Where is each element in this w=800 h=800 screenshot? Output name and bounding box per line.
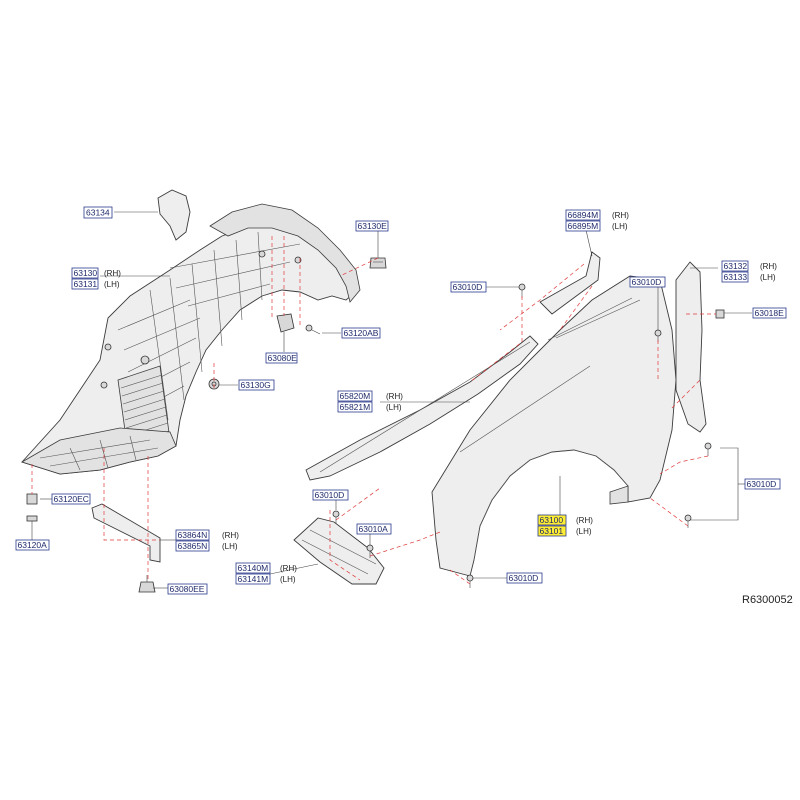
side-label: (RH) — [760, 262, 777, 271]
part-number: 63010D — [453, 282, 483, 292]
callout-63130g[interactable]: 63130G — [238, 379, 275, 391]
side-label: (LH) — [386, 403, 402, 412]
part-number: 63010D — [747, 479, 777, 489]
bolt-63010d-rear-a — [704, 442, 712, 456]
part-number: 63865N — [178, 541, 208, 551]
side-label: (LH) — [104, 280, 120, 289]
part-number: 63864N — [178, 530, 208, 540]
part-number: 63120EC — [54, 494, 89, 504]
part-number: 63130G — [241, 380, 271, 390]
retainer-63080e — [276, 313, 295, 333]
callout-63130[interactable]: 63130 63131 (RH) (LH) — [71, 267, 121, 290]
fender-dashed-lines — [329, 263, 716, 585]
callout-leader-lines — [31, 211, 752, 589]
liner-dashed-lines — [31, 236, 379, 580]
side-label: (RH) — [612, 211, 629, 220]
side-label: (LH) — [576, 527, 592, 536]
bracket-63140m — [293, 517, 385, 585]
part-number: 63080E — [268, 353, 298, 363]
callout-63120ab[interactable]: 63120AB — [341, 327, 381, 339]
callout-63080e[interactable]: 63080E — [265, 352, 298, 364]
callout-66894m[interactable]: 66894M 66895M (RH) (LH) — [565, 209, 629, 232]
callout-63010a[interactable]: 63010A — [356, 523, 392, 535]
nut-63120ec — [26, 493, 38, 505]
part-number: 66894M — [568, 210, 599, 220]
part-number: 63140M — [238, 563, 269, 573]
bracket-63864n — [91, 503, 161, 563]
part-number: 63141M — [238, 574, 269, 584]
callout-63010d-left[interactable]: 63010D — [312, 489, 349, 501]
bolt-63010d-top — [518, 283, 526, 298]
part-number: 65821M — [340, 402, 371, 412]
clip-63080ee — [138, 575, 156, 593]
part-number: 63120A — [18, 540, 48, 550]
side-label: (RH) — [104, 269, 121, 278]
side-label: (LH) — [612, 222, 628, 231]
callout-63010d-top[interactable]: 63010D — [450, 281, 487, 293]
callout-63010d-right-top[interactable]: 63010D — [629, 276, 666, 288]
screw-63120ab — [305, 324, 321, 335]
side-label: (LH) — [760, 273, 776, 282]
part-number: 63132 — [724, 261, 748, 271]
side-label: (LH) — [280, 575, 296, 584]
callout-63010d-bottom[interactable]: 63010D — [506, 572, 543, 584]
side-label: (RH) — [222, 531, 239, 540]
diagram-reference: R6300052 — [742, 594, 793, 606]
callout-63120ec[interactable]: 63120EC — [51, 493, 91, 505]
bolt-63010d-left — [332, 510, 340, 524]
callout-63010d-rear[interactable]: 63010D — [744, 478, 781, 490]
callout-63130e[interactable]: 63130E — [355, 220, 389, 232]
part-number: 63101 — [540, 526, 564, 536]
callout-63132[interactable]: 63132 63133 (RH) (LH) — [721, 260, 777, 283]
side-label: (RH) — [576, 516, 593, 525]
bolt-63010d-bottom — [466, 574, 474, 588]
bracket-63134 — [157, 189, 191, 241]
callout-63864n[interactable]: 63864N 63865N (RH) (LH) — [175, 529, 239, 552]
part-number: 63120AB — [344, 328, 379, 338]
fender-liner-63130 — [21, 203, 361, 475]
part-number: 63010D — [315, 490, 345, 500]
bolt-63010d-rear-b — [684, 514, 692, 528]
callout-63100[interactable]: 63100 63101 (RH) (LH) — [537, 514, 593, 537]
bracket-63132 — [675, 261, 707, 433]
part-number: 63130E — [358, 221, 388, 231]
callout-63134[interactable]: 63134 — [83, 206, 113, 219]
part-number: 63100 — [540, 515, 564, 525]
part-number: 63130 — [74, 268, 98, 278]
callout-65820m[interactable]: 65820M 65821M (RH) (LH) — [337, 390, 403, 413]
part-number: 66895M — [568, 221, 599, 231]
screw-63120a — [26, 515, 38, 532]
part-number: 63018E — [755, 308, 785, 318]
clip-63018e — [715, 309, 725, 319]
part-number: 63010D — [509, 573, 539, 583]
part-number: 63080EE — [170, 584, 205, 594]
part-number: 63131 — [74, 279, 98, 289]
part-number: 63010D — [632, 277, 662, 287]
front-fender-63100 — [431, 275, 677, 577]
clip-63130e — [369, 257, 387, 269]
side-label: (LH) — [222, 542, 238, 551]
part-number: 63134 — [86, 208, 110, 218]
seal-66894m — [539, 251, 601, 315]
side-label: (RH) — [280, 564, 297, 573]
part-number: 63133 — [724, 272, 748, 282]
bolt-63010d-right-top — [654, 329, 662, 342]
part-number: 65820M — [340, 391, 371, 401]
side-label: (RH) — [386, 392, 403, 401]
seal-65820m — [305, 335, 539, 481]
callout-63140m[interactable]: 63140M 63141M (RH) (LH) — [235, 562, 297, 585]
callout-63018e[interactable]: 63018E — [752, 307, 787, 319]
callout-63120a[interactable]: 63120A — [15, 539, 50, 551]
part-number: 63010A — [359, 524, 389, 534]
callout-63080ee[interactable]: 63080EE — [167, 583, 208, 595]
